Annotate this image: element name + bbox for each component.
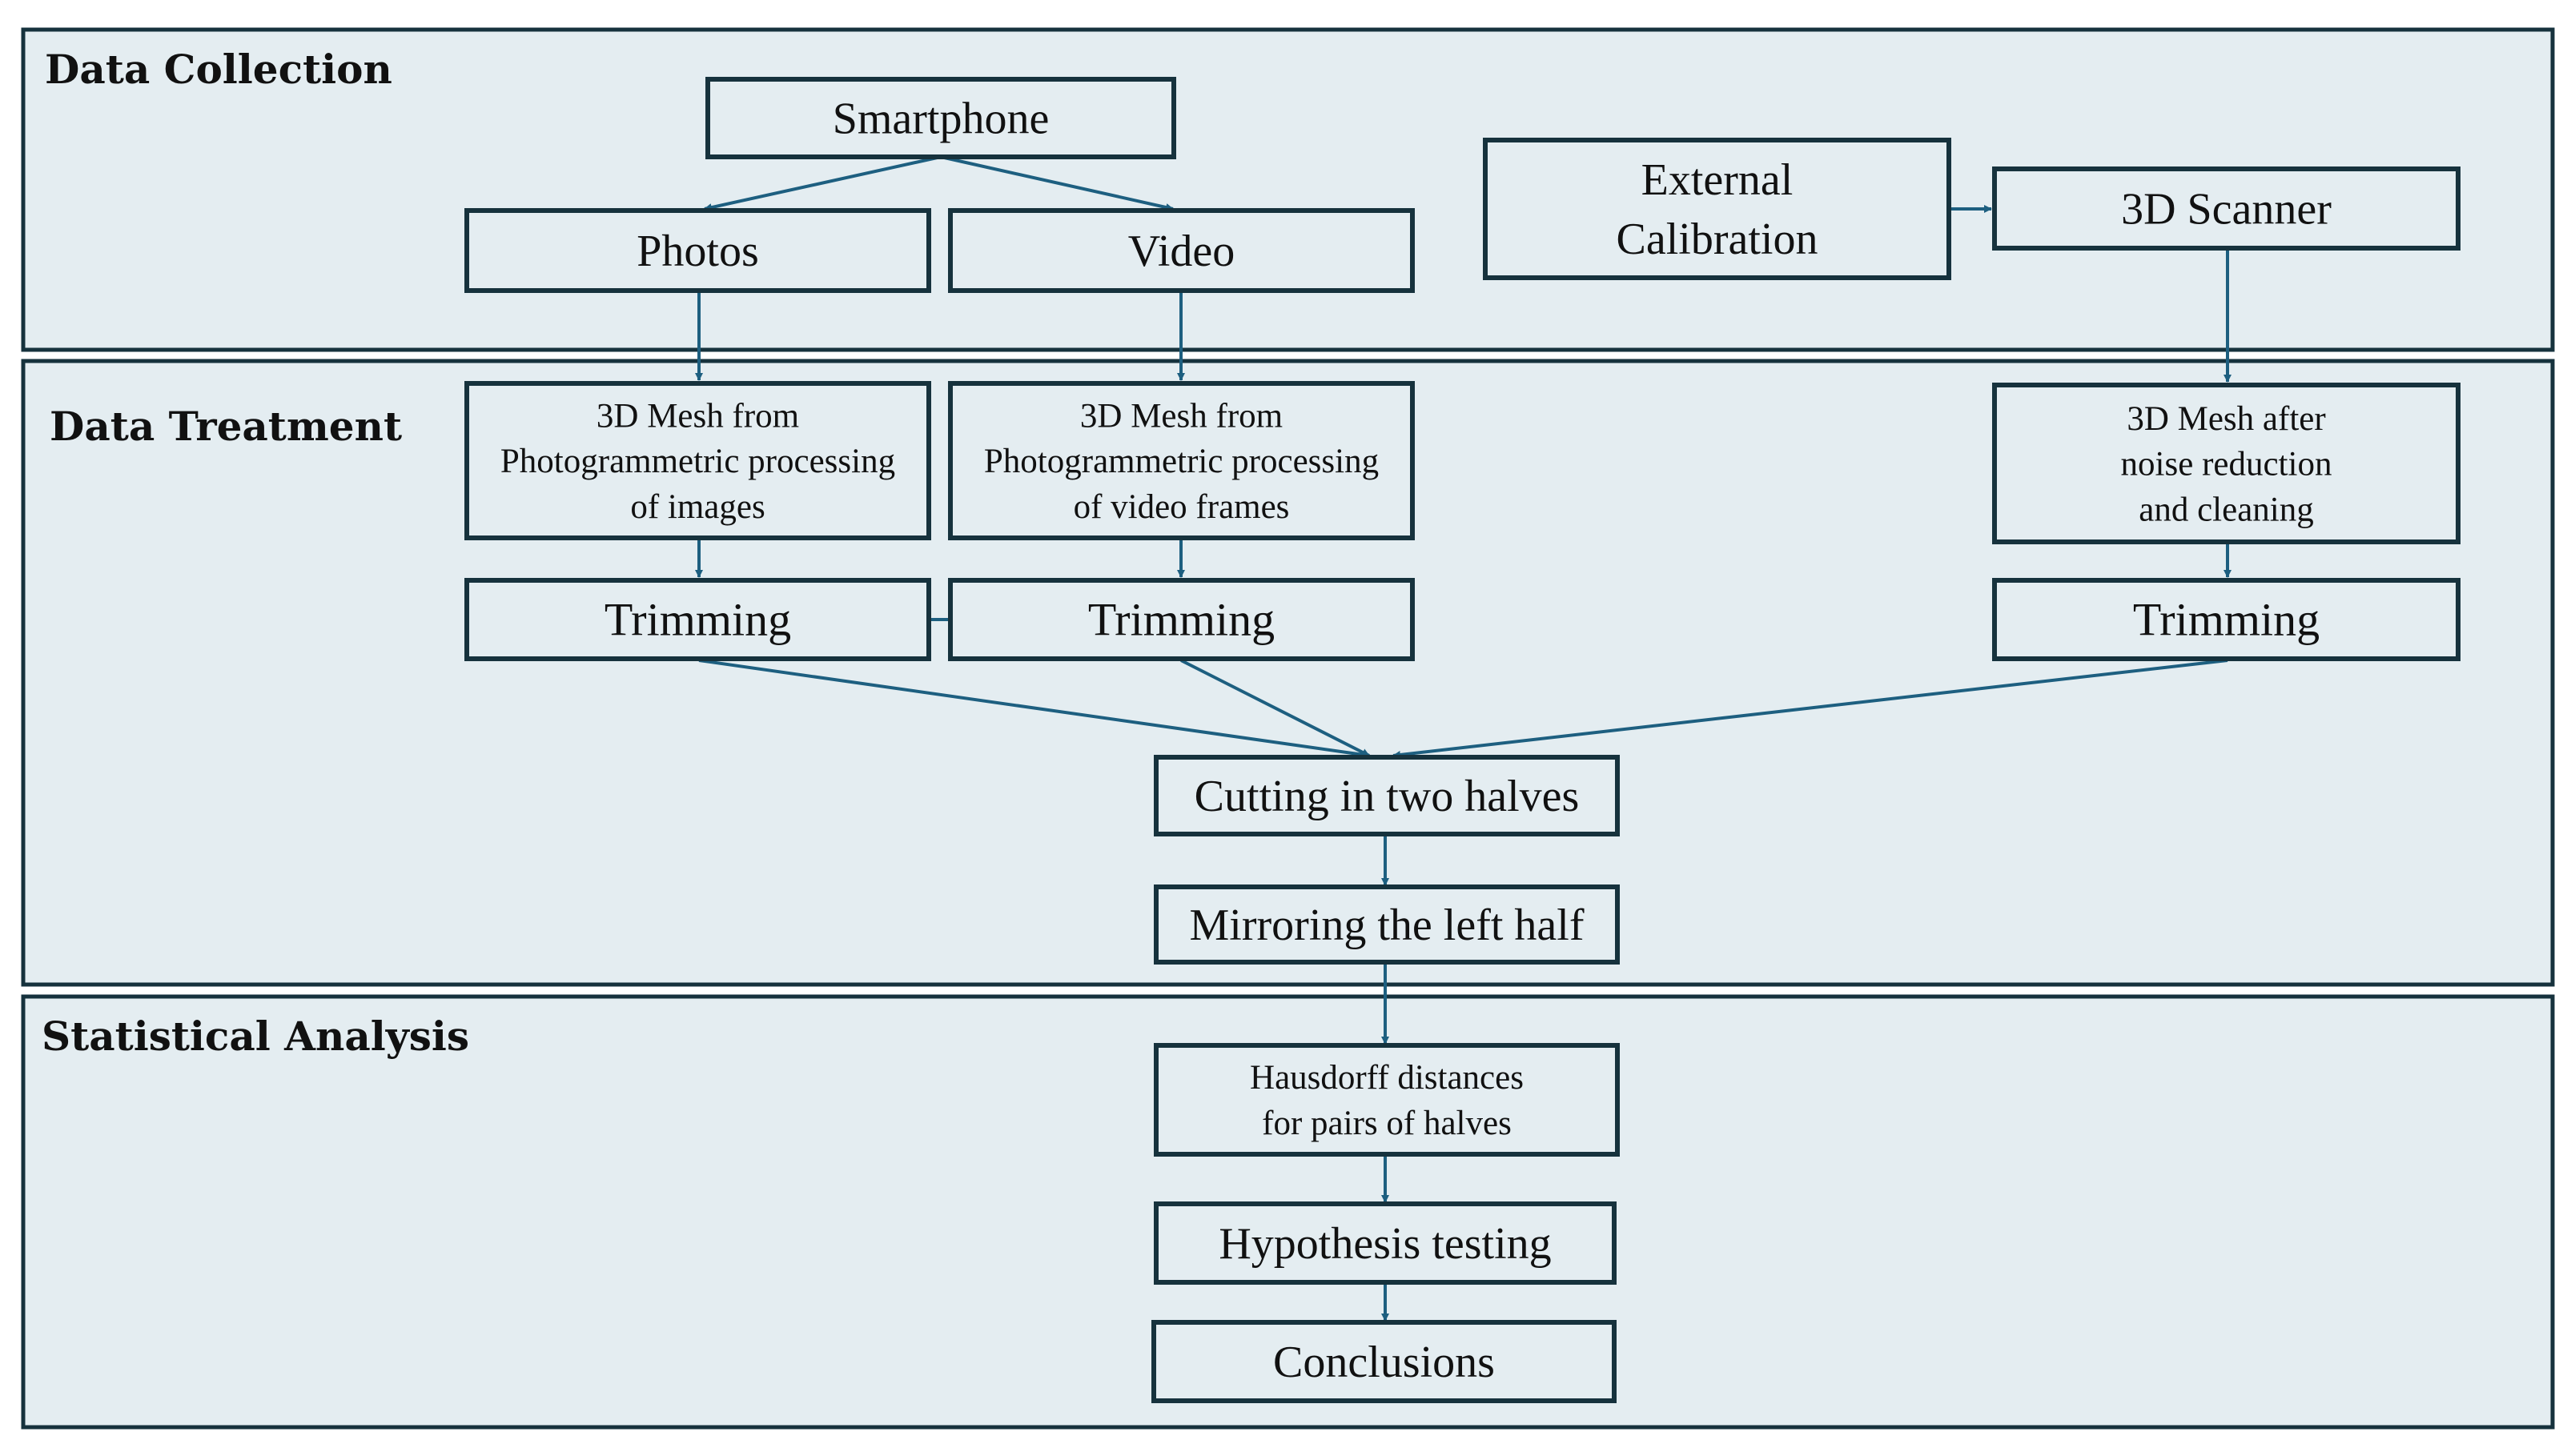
conclusions-label: Conclusions: [1273, 1338, 1495, 1387]
trim-photos-frame: [464, 578, 931, 661]
mesh-scanner-frame: [1992, 383, 2461, 544]
video-frame: [948, 208, 1415, 293]
arrow-smartphone-photos: [704, 155, 942, 211]
conclusions-frame: [1151, 1320, 1617, 1403]
cutting-box: Cutting in two halves: [1154, 755, 1620, 836]
hypothesis-label: Hypothesis testing: [1219, 1219, 1551, 1269]
arrow-trim-photos-cutting: [698, 659, 1370, 759]
trim-scanner-label: Trimming: [2133, 594, 2320, 646]
smartphone-label: Smartphone: [833, 94, 1050, 144]
scanner-box: 3D Scanner: [1992, 166, 2461, 251]
arrow-trim-video-cutting: [1180, 659, 1370, 757]
cutting-label: Cutting in two halves: [1195, 772, 1580, 821]
mesh-video-label: of video frames: [1074, 488, 1290, 526]
mirroring-label: Mirroring the left half: [1190, 900, 1585, 950]
photos-frame: [464, 208, 931, 293]
mirroring-box: Mirroring the left half: [1154, 884, 1620, 965]
mirroring-frame: [1154, 884, 1620, 965]
section-title-data-collection: Data Collection: [45, 46, 392, 93]
arrow-trim-scanner-cutting: [1392, 659, 2228, 759]
mesh-scanner-box: 3D Mesh after noise reduction and cleaning: [1992, 383, 2461, 544]
trim-scanner-frame: [1992, 578, 2461, 661]
mesh-video-label: 3D Mesh from: [1080, 397, 1283, 435]
cutting-frame: [1154, 755, 1620, 836]
hausdorff-label: for pairs of halves: [1262, 1105, 1512, 1142]
photos-box: Photos: [464, 208, 931, 293]
external-calibration-label: External: [1641, 155, 1794, 205]
mesh-photos-label: Photogrammetric processing: [500, 443, 895, 480]
mesh-video-label: Photogrammetric processing: [984, 443, 1379, 480]
arrow-smartphone-video: [940, 155, 1174, 211]
smartphone-frame: [705, 77, 1176, 159]
mesh-photos-label: of images: [630, 488, 765, 526]
section-title-statistical-analysis: Statistical Analysis: [42, 1013, 469, 1060]
video-box: Video: [948, 208, 1415, 293]
scanner-label: 3D Scanner: [2121, 185, 2332, 235]
conclusions-box: Conclusions: [1151, 1320, 1617, 1403]
trim-video-label: Trimming: [1088, 594, 1275, 646]
scanner-frame: [1992, 166, 2461, 251]
mesh-photos-frame: [464, 381, 931, 540]
hypothesis-frame: [1154, 1201, 1617, 1285]
trim-photos-label: Trimming: [605, 594, 791, 646]
external-calibration-label: Calibration: [1617, 215, 1818, 264]
trim-video-box: Trimming: [948, 578, 1415, 661]
smartphone-box: Smartphone: [705, 77, 1176, 159]
mesh-video-frame: [948, 381, 1415, 540]
photos-label: Photos: [637, 227, 759, 276]
section-title-data-treatment: Data Treatment: [50, 403, 402, 450]
connectors: [695, 155, 2232, 1322]
mesh-photos-label: 3D Mesh from: [597, 397, 799, 435]
video-label: Video: [1128, 227, 1235, 276]
mesh-scanner-label: 3D Mesh after: [2127, 400, 2325, 438]
mesh-scanner-label: and cleaning: [2139, 491, 2314, 528]
external-calibration-frame: [1483, 138, 1951, 280]
hausdorff-box: Hausdorff distances for pairs of halves: [1154, 1043, 1620, 1157]
trim-video-frame: [948, 578, 1415, 661]
trim-photos-box: Trimming: [464, 578, 931, 661]
trim-scanner-box: Trimming: [1992, 578, 2461, 661]
hausdorff-frame: [1154, 1043, 1620, 1157]
hausdorff-label: Hausdorff distances: [1250, 1059, 1524, 1097]
hypothesis-box: Hypothesis testing: [1154, 1201, 1617, 1285]
mesh-scanner-label: noise reduction: [2121, 446, 2332, 483]
